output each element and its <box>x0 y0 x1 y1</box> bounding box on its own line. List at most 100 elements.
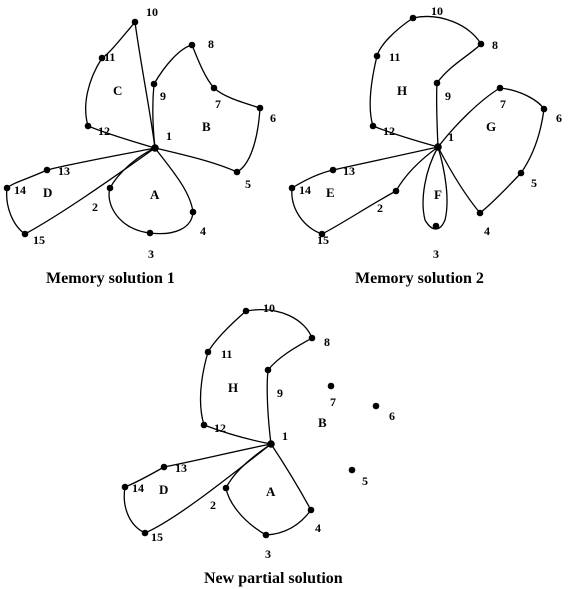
routes <box>291 15 545 235</box>
route-label-b: B <box>318 415 327 430</box>
node-5-dot <box>348 466 356 474</box>
node-11-label: 11 <box>104 50 115 64</box>
node-15-dot <box>141 529 149 537</box>
node-9-dot <box>433 79 441 87</box>
node-8-dot <box>308 334 316 342</box>
node-8-dot <box>477 40 485 48</box>
node-15-label: 15 <box>317 233 329 247</box>
node-5-label: 5 <box>531 176 537 190</box>
route-label-b: B <box>202 119 211 134</box>
node-7-label: 7 <box>330 395 336 409</box>
node-10-dot <box>131 18 139 26</box>
node-10-dot <box>242 307 250 315</box>
diagram-caption: Memory solution 2 <box>355 270 484 287</box>
node-13-label: 13 <box>58 164 70 178</box>
node-13-label: 13 <box>343 164 355 178</box>
node-12-label: 12 <box>98 124 110 138</box>
route-labels: A B C D <box>43 83 211 202</box>
node-2-label: 2 <box>377 201 383 215</box>
node-12-dot <box>84 122 92 130</box>
node-11-label: 11 <box>389 50 400 64</box>
node-11-dot <box>204 348 212 356</box>
diagram-caption: Memory solution 1 <box>46 270 175 287</box>
route-labels: H G F E <box>326 83 496 202</box>
node-10-label: 10 <box>263 301 275 315</box>
route-edges-b <box>152 44 261 173</box>
node-6-dot <box>256 104 264 112</box>
node-5-dot <box>233 168 241 176</box>
node-1-dot <box>434 143 442 151</box>
node-4-dot <box>307 506 315 514</box>
routes <box>6 20 261 235</box>
node-12-dot <box>200 421 208 429</box>
node-4-label: 4 <box>484 224 490 238</box>
node-6-dot <box>372 402 380 410</box>
node-3-dot <box>432 222 440 230</box>
node-9-label: 9 <box>445 89 451 103</box>
depot-node: 1 <box>267 429 288 448</box>
route-label-a: A <box>150 187 160 202</box>
node-12-dot <box>369 122 377 130</box>
node-15-label: 15 <box>151 530 163 544</box>
node-6-dot <box>540 105 548 113</box>
diagram-memory-solution-1: 1 2 3 4 5 6 7 8 9 10 11 12 13 <box>3 5 276 287</box>
node-1-dot <box>267 440 275 448</box>
node-2-dot <box>106 184 114 192</box>
customer-nodes: 2 3 4 5 6 7 8 9 10 11 12 13 14 <box>3 5 276 261</box>
node-15-dot <box>21 230 29 238</box>
node-9-dot <box>264 366 272 374</box>
node-9-label: 9 <box>160 89 166 103</box>
depot-node: 1 <box>434 130 454 151</box>
route-label-h: H <box>228 380 238 395</box>
node-8-label: 8 <box>324 335 330 349</box>
route-label-e: E <box>326 185 335 200</box>
node-6-label: 6 <box>270 111 276 125</box>
node-10-label: 10 <box>146 5 158 19</box>
route-label-f: F <box>434 187 442 202</box>
node-2-label: 2 <box>92 200 98 214</box>
depot-node: 1 <box>151 129 172 152</box>
node-12-label: 12 <box>214 421 226 435</box>
route-labels: H A D B <box>159 380 327 499</box>
node-10-label: 10 <box>431 4 443 18</box>
node-3-label: 3 <box>433 247 439 261</box>
node-14-dot <box>288 184 296 192</box>
node-4-label: 4 <box>200 224 206 238</box>
diagram-memory-solution-2: 1 2 3 4 5 6 7 8 9 10 11 12 13 <box>288 4 562 287</box>
route-label-a: A <box>266 484 276 499</box>
customer-nodes: 2 3 4 5 6 7 8 9 10 11 12 13 14 <box>121 301 395 561</box>
node-6-label: 6 <box>389 409 395 423</box>
route-edges-d <box>123 443 272 534</box>
node-15-dot <box>318 230 326 238</box>
node-13-dot <box>43 166 51 174</box>
route-edges-e <box>291 146 439 235</box>
node-4-label: 4 <box>315 521 321 535</box>
route-edges-g <box>437 87 545 214</box>
node-7-dot <box>496 84 504 92</box>
node-1-label: 1 <box>448 130 454 144</box>
node-11-label: 11 <box>221 347 232 361</box>
node-14-dot <box>121 483 129 491</box>
node-2-label: 2 <box>210 498 216 512</box>
node-1-label: 1 <box>166 129 172 143</box>
node-13-dot <box>160 463 168 471</box>
node-11-dot <box>98 54 106 62</box>
route-label-d: D <box>43 185 52 200</box>
node-4-dot <box>476 209 484 217</box>
node-3-dot <box>146 229 154 237</box>
node-8-dot <box>188 41 196 49</box>
node-9-label: 9 <box>277 386 283 400</box>
node-4-dot <box>189 208 197 216</box>
route-label-h: H <box>397 83 407 98</box>
node-2-dot <box>222 484 230 492</box>
diagram-new-partial-solution: 1 2 3 4 5 6 7 8 9 10 11 12 13 <box>121 301 395 587</box>
node-5-dot <box>517 169 525 177</box>
node-5-label: 5 <box>362 474 368 488</box>
node-1-dot <box>151 144 159 152</box>
node-7-dot <box>327 382 335 390</box>
diagram-caption: New partial solution <box>204 570 343 587</box>
route-edges-d <box>6 147 156 235</box>
route-label-d: D <box>159 482 168 497</box>
node-3-label: 3 <box>265 547 271 561</box>
node-14-dot <box>3 184 11 192</box>
